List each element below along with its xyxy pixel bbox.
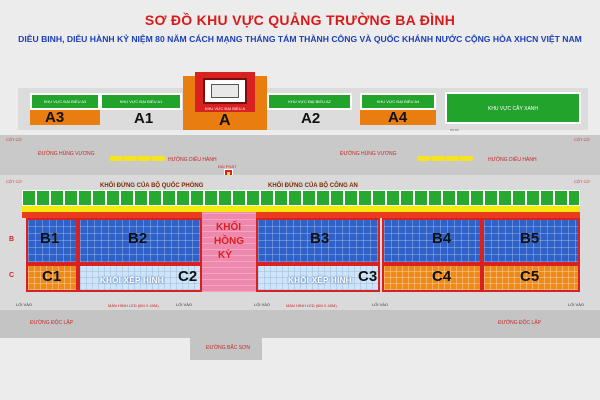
zone-green-area[interactable]: KHU VỰC CÂY XANH bbox=[445, 92, 581, 124]
cot-co-right: CỘT CỜ bbox=[574, 137, 590, 142]
khoi-hong-ky-line-3: KỲ bbox=[218, 250, 232, 261]
parade-direction-right bbox=[418, 156, 498, 164]
hung-vuong-road bbox=[0, 135, 600, 175]
khoi-xep-hinh-right: KHỐI XẾP HÌNH bbox=[288, 276, 352, 285]
zone-a-caption: KHU VỰC ĐẠI BIỂU A bbox=[204, 106, 246, 111]
zone-green-label: KHU VỰC CÂY XANH bbox=[487, 106, 539, 112]
zone-a4-caption: KHU VỰC ĐẠI BIỂU A4 bbox=[376, 99, 420, 104]
zone-a2[interactable]: KHU VỰC ĐẠI BIỂU A2 A2 bbox=[267, 93, 352, 129]
road-hung-vuong-left: ĐƯỜNG HÙNG VƯƠNG bbox=[38, 151, 95, 157]
parade-direction-left bbox=[110, 156, 230, 164]
page-title: SƠ ĐỒ KHU VỰC QUẢNG TRƯỜNG BA ĐÌNH bbox=[144, 12, 456, 28]
section-b1[interactable]: B1 bbox=[26, 218, 78, 264]
zone-a1[interactable]: KHU VỰC ĐẠI BIỂU A1 A1 bbox=[100, 93, 182, 129]
section-b5[interactable]: B5 bbox=[482, 218, 580, 264]
road-hung-vuong-right: ĐƯỜNG HÙNG VƯƠNG bbox=[340, 151, 397, 157]
left-label-c: C bbox=[9, 272, 15, 279]
stand-quoc-phong-label: KHỐI ĐỨNG CỦA BỘ QUỐC PHÒNG bbox=[100, 183, 204, 189]
section-c1[interactable]: C1 bbox=[26, 264, 78, 292]
zone-a3[interactable]: KHU VỰC ĐẠI BIỂU A3 A3 bbox=[30, 93, 100, 129]
green-stand-row bbox=[22, 190, 580, 206]
entrance-5[interactable]: LỐI VÀO bbox=[568, 302, 585, 307]
zone-a-label: A bbox=[219, 112, 231, 129]
zone-a[interactable]: KHU VỰC ĐẠI BIỂU A A bbox=[183, 72, 267, 130]
entrance-1[interactable]: LỐI VÀO bbox=[16, 302, 33, 307]
section-b2[interactable]: B2 bbox=[78, 218, 202, 264]
khoi-xep-hinh-left: KHỐI XẾP HÌNH bbox=[100, 276, 164, 285]
khoi-hong-ky-line-2: HỒNG bbox=[214, 236, 244, 247]
road-doc-lap-right: ĐƯỜNG ĐỘC LẬP bbox=[498, 320, 542, 326]
left-label-b: B bbox=[9, 236, 15, 243]
section-b3[interactable]: B3 bbox=[256, 218, 380, 264]
led-screen-right: MÀN HÌNH LED (6M X 40M) bbox=[286, 303, 337, 308]
zone-a3-label: A3 bbox=[45, 109, 65, 126]
section-c3[interactable]: KHỐI XẾP HÌNH C3 bbox=[256, 264, 380, 292]
road-dieu-hanh-right: HƯỚNG DIỄU HÀNH bbox=[488, 157, 537, 163]
section-c2[interactable]: KHỐI XẾP HÌNH C2 bbox=[78, 264, 202, 292]
zone-a2-label: A2 bbox=[301, 110, 321, 127]
page-subtitle: DIỄU BINH, DIỄU HÀNH KỶ NIỆM 80 NĂM CÁCH… bbox=[18, 34, 582, 44]
red-stand-strip bbox=[22, 212, 580, 218]
cot-co-right-2: CỘT CỜ bbox=[574, 179, 590, 184]
section-c5[interactable]: C5 bbox=[482, 264, 580, 292]
zone-a2-caption: KHU VỰC ĐẠI BIỂU A2 bbox=[288, 99, 331, 104]
road-doc-lap-left: ĐƯỜNG ĐỘC LẬP bbox=[30, 320, 74, 326]
bac-son-road bbox=[190, 338, 262, 360]
road-dieu-hanh-left: HƯỚNG DIỄU HÀNH bbox=[168, 157, 217, 163]
zone-a4[interactable]: KHU VỰC ĐẠI BIỂU A4 A4 bbox=[360, 93, 436, 129]
doc-lap-road bbox=[0, 310, 600, 338]
entrance-4[interactable]: LỐI VÀO bbox=[372, 302, 389, 307]
entrance-2[interactable]: LỐI VÀO bbox=[176, 302, 193, 307]
stand-cong-an-label: KHỐI ĐỨNG CỦA BỘ CÔNG AN bbox=[268, 183, 358, 189]
cot-co-left-2: CỘT CỜ bbox=[6, 179, 22, 184]
khoi-hong-ky[interactable]: KHỐI HỒNG KỲ bbox=[202, 212, 256, 292]
zone-a4-label: A4 bbox=[388, 109, 408, 126]
zone-a3-caption: KHU VỰC ĐẠI BIỂU A3 bbox=[43, 99, 87, 104]
entrance-3[interactable]: LỐI VÀO bbox=[254, 302, 271, 307]
yellow-stand-strip bbox=[22, 206, 580, 212]
zone-a1-caption: KHU VỰC ĐẠI BIỂU A1 bbox=[119, 99, 163, 104]
led-screen-left: MÀN HÌNH LED (6M X 40M) bbox=[108, 303, 159, 308]
khoi-hong-ky-line-1: KHỐI bbox=[216, 222, 241, 233]
cot-co-left: CỘT CỜ bbox=[6, 137, 22, 142]
road-bac-son: ĐƯỜNG BẮC SƠN bbox=[206, 345, 250, 351]
section-c4[interactable]: C4 bbox=[382, 264, 482, 292]
section-b4[interactable]: B4 bbox=[382, 218, 482, 264]
zone-a1-label: A1 bbox=[134, 110, 154, 127]
dai-phat-label: ĐÀI PHÁT bbox=[218, 164, 237, 169]
